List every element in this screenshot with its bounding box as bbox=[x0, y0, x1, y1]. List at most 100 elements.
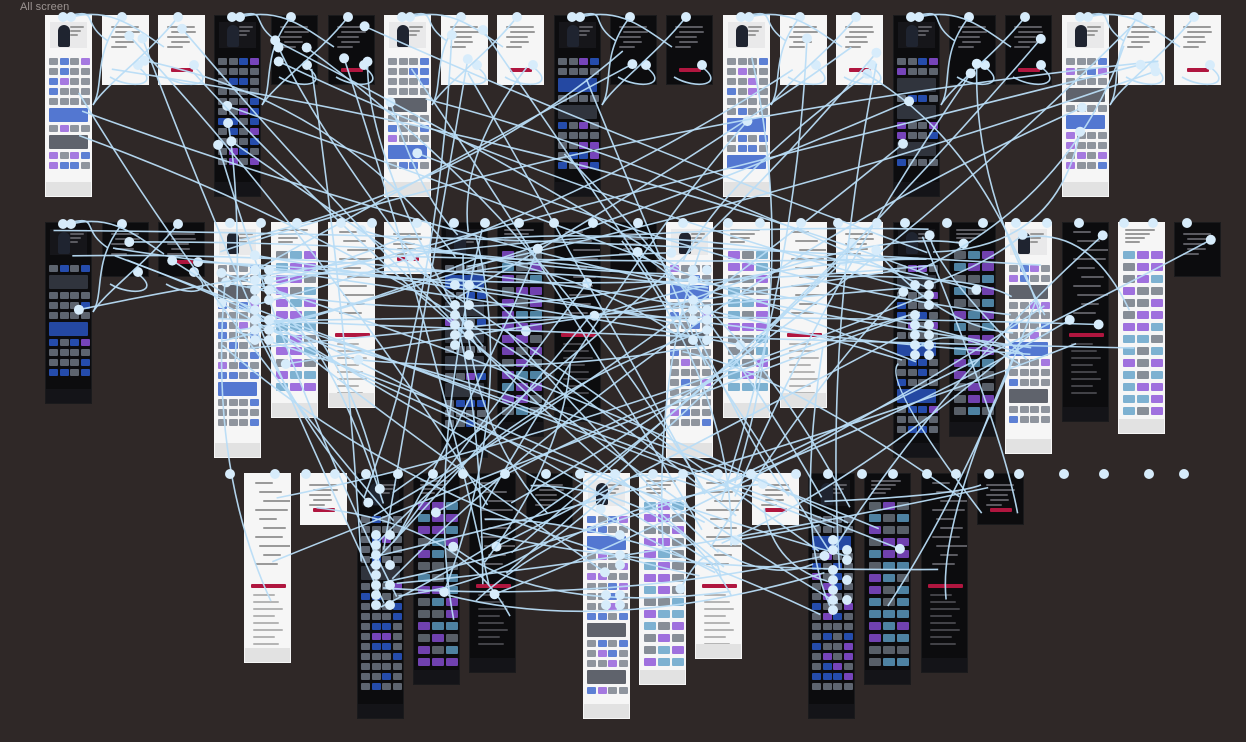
screen-frame[interactable] bbox=[441, 222, 488, 458]
screen-frame[interactable] bbox=[1062, 222, 1109, 422]
screen-frame[interactable] bbox=[752, 473, 799, 525]
thumbnail bbox=[239, 302, 248, 309]
screen-frame[interactable] bbox=[271, 15, 318, 85]
screen-frame[interactable] bbox=[723, 15, 770, 197]
primary-button[interactable] bbox=[561, 333, 596, 337]
action-button[interactable] bbox=[849, 68, 871, 72]
screen-frame[interactable] bbox=[357, 473, 404, 719]
action-button[interactable] bbox=[1018, 68, 1040, 72]
screen-frame[interactable] bbox=[977, 473, 1024, 525]
action-button[interactable] bbox=[1187, 68, 1209, 72]
screen-frame[interactable] bbox=[949, 15, 996, 85]
thumbnail bbox=[1066, 58, 1075, 65]
primary-button[interactable] bbox=[335, 333, 370, 337]
screen-frame[interactable] bbox=[214, 15, 261, 197]
primary-button[interactable] bbox=[787, 333, 822, 337]
screen-frame[interactable] bbox=[102, 222, 149, 277]
thumbnail bbox=[589, 152, 599, 159]
action-button[interactable] bbox=[990, 508, 1012, 512]
thumbnail bbox=[228, 362, 238, 369]
screen-frame[interactable] bbox=[554, 222, 601, 422]
screen-frame[interactable] bbox=[328, 15, 375, 85]
screen-frame[interactable] bbox=[1118, 222, 1165, 434]
screen-frame[interactable] bbox=[469, 473, 516, 673]
screen-frame[interactable] bbox=[384, 15, 431, 197]
action-button[interactable] bbox=[171, 68, 193, 72]
screen-frame[interactable] bbox=[583, 473, 630, 719]
thumbnail bbox=[918, 322, 927, 329]
screen-frame[interactable] bbox=[666, 15, 713, 85]
screen-frame[interactable] bbox=[1174, 222, 1221, 277]
primary-button[interactable] bbox=[928, 584, 963, 588]
screen-frame[interactable] bbox=[158, 222, 205, 277]
screen-frame[interactable] bbox=[526, 473, 573, 525]
thumbnail bbox=[737, 88, 747, 95]
thumbnail bbox=[1019, 369, 1029, 376]
screen-frame[interactable] bbox=[723, 222, 770, 418]
screen-frame[interactable] bbox=[441, 15, 488, 85]
thumbnail bbox=[727, 135, 736, 142]
screen-frame[interactable] bbox=[695, 473, 742, 659]
action-button[interactable] bbox=[313, 508, 335, 512]
thumbnail bbox=[758, 108, 768, 115]
action-button[interactable] bbox=[679, 68, 701, 72]
screen-frame[interactable] bbox=[45, 15, 92, 197]
thumbnail bbox=[59, 58, 69, 65]
screen-frame[interactable] bbox=[893, 222, 940, 458]
screen-frame[interactable] bbox=[1174, 15, 1221, 85]
screen-frame[interactable] bbox=[158, 15, 205, 85]
screen-frame[interactable] bbox=[300, 473, 347, 525]
thumbnail bbox=[597, 660, 607, 667]
thumbnail bbox=[568, 152, 578, 159]
thumbnail bbox=[361, 556, 370, 563]
screen-frame[interactable] bbox=[45, 222, 92, 404]
thumbnail bbox=[843, 603, 853, 610]
primary-button[interactable] bbox=[251, 584, 286, 588]
screen-frame[interactable] bbox=[102, 15, 149, 85]
screen-frame[interactable] bbox=[921, 473, 968, 673]
screen-frame[interactable] bbox=[413, 473, 460, 685]
screen-frame[interactable] bbox=[244, 473, 291, 663]
screen-frame[interactable] bbox=[808, 473, 855, 719]
screen-frame[interactable] bbox=[949, 222, 996, 437]
thumbnail bbox=[382, 516, 391, 523]
screen-frame[interactable] bbox=[610, 222, 657, 274]
action-button[interactable] bbox=[397, 257, 419, 261]
action-button[interactable] bbox=[510, 68, 532, 72]
screen-frame[interactable] bbox=[780, 222, 827, 408]
screen-frame[interactable] bbox=[328, 222, 375, 408]
screen-frame[interactable] bbox=[384, 222, 431, 274]
screen-frame[interactable] bbox=[1118, 15, 1165, 85]
action-button[interactable] bbox=[341, 68, 363, 72]
screen-frame[interactable] bbox=[1062, 15, 1109, 197]
screen-frame[interactable] bbox=[893, 15, 940, 197]
screen-frame[interactable] bbox=[1005, 222, 1052, 454]
screen-frame[interactable] bbox=[497, 15, 544, 85]
screen-frame[interactable] bbox=[864, 473, 911, 685]
thumbnail bbox=[822, 593, 832, 600]
screen-frame[interactable] bbox=[639, 473, 686, 685]
hotspot-marker bbox=[1144, 469, 1154, 479]
thumbnail bbox=[218, 148, 227, 155]
screen-frame[interactable] bbox=[271, 222, 318, 418]
screen-frame[interactable] bbox=[666, 222, 713, 458]
primary-button[interactable] bbox=[476, 584, 511, 588]
action-button[interactable] bbox=[171, 260, 193, 264]
screen-frame[interactable] bbox=[836, 222, 883, 274]
primary-button[interactable] bbox=[1069, 333, 1104, 337]
screen-frame[interactable] bbox=[610, 15, 657, 85]
screen-frame[interactable] bbox=[214, 222, 261, 458]
screen-frame[interactable] bbox=[1005, 15, 1052, 85]
screen-frame[interactable] bbox=[836, 15, 883, 85]
primary-button[interactable] bbox=[702, 584, 737, 588]
thumbnail bbox=[445, 420, 454, 427]
action-button[interactable] bbox=[765, 508, 787, 512]
thumbnail bbox=[833, 633, 842, 640]
screen-frame[interactable] bbox=[554, 15, 601, 197]
screen-frame[interactable] bbox=[780, 15, 827, 85]
thumbnail bbox=[218, 128, 227, 135]
thumbnail bbox=[748, 145, 757, 152]
thumbnail bbox=[228, 68, 238, 75]
screen-frame[interactable] bbox=[497, 222, 544, 437]
